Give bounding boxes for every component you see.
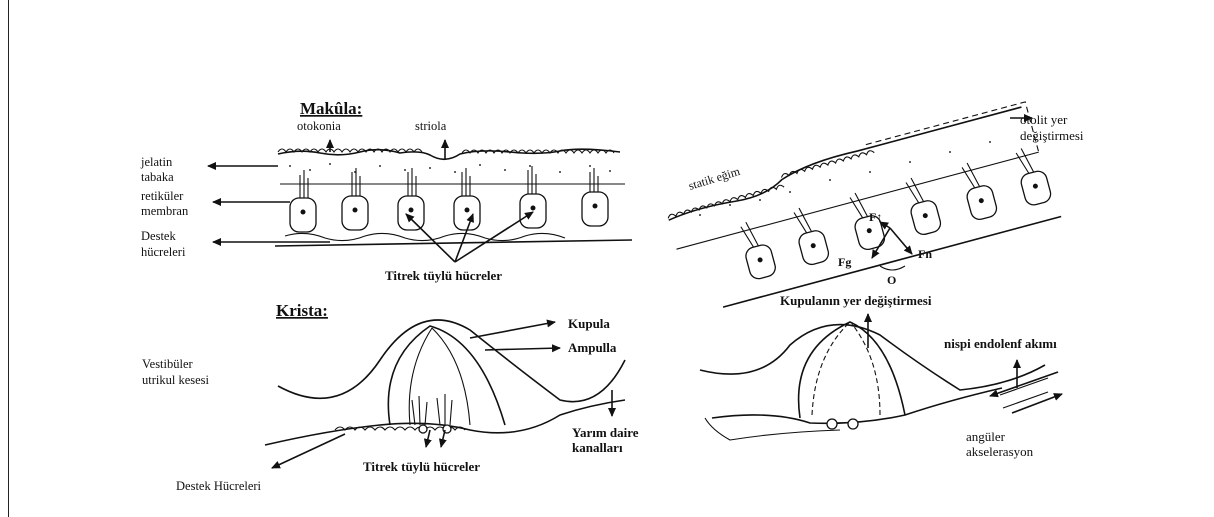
angle-arc [880,266,905,270]
label-yarim-1: Yarım daire [572,425,639,440]
deflected-hair-cell-1 [827,419,837,429]
label-fg: Fg [838,255,851,269]
tilted-makula-panel: otolit yer değiştirmesi statik eğim F↑ F… [663,101,1084,315]
label-destek-1: Destek [141,229,176,243]
label-jelatin-1: jelatin [140,155,173,169]
label-vest-1: Vestibüler [142,357,194,371]
cupula-rest-dashed [812,322,850,415]
angular-accel-arrow [1012,394,1062,413]
label-retikuler-1: retiküler [141,189,184,203]
label-destek-krista: Destek Hücreleri [176,479,262,493]
crista-hair-cell-1 [419,425,427,433]
label-striola: striola [415,119,447,133]
label-o: O [887,273,896,287]
force-fn-vector [890,228,912,254]
makula-title: Makûla: [300,99,362,118]
titrek-krista-pointer-2 [441,430,445,447]
label-retikuler-2: membran [141,204,189,218]
ampulla2-wall-lower [712,388,1002,423]
ampulla-pointer [485,348,560,350]
kupula-pointer [470,322,555,338]
angular-accel-line [1003,392,1048,408]
krista-deflected-panel: Kupulanın yer değiştirmesi nispi endolen… [700,293,1062,459]
titrek-pointer-1 [406,214,455,262]
tilted-otoconia-crystals-2 [781,150,875,178]
label-vest-2: utrikul kesesi [142,373,210,387]
label-angu-1: angüler [966,429,1006,444]
ampulla2-base [705,418,840,440]
makula-panel: Makûla: otokonia striola jelatin tabaka … [140,99,632,283]
label-titrek-makula: Titrek tüylü hücreler [385,268,502,283]
label-yarim-2: kanalları [572,440,623,455]
label-titrek-krista: Titrek tüylü hücreler [363,459,480,474]
label-destek-2: hücreleri [141,245,186,259]
label-angu-2: akselerasyon [966,444,1034,459]
label-fn: Fn [918,247,932,261]
titrek-krista-pointer-1 [426,430,430,447]
label-otolit-1: otolit yer [1020,112,1068,127]
crista-hair-bundles [412,394,452,425]
otolith-displacement-dashed [866,102,1039,195]
label-statik-egim: statik eğim [687,164,742,193]
deflected-hair-cell-2 [848,419,858,429]
label-kupula-yer: Kupulanın yer değiştirmesi [780,293,932,308]
basement-membrane [275,240,632,246]
tilted-hair-cells [744,169,1053,280]
support-cells-wave [285,233,565,240]
label-ampulla: Ampulla [568,340,617,355]
ampulla2-wall-upper [700,325,1045,390]
label-nispi: nispi endolenf akımı [944,336,1057,351]
destek-krista-pointer [272,434,345,468]
label-jelatin-2: tabaka [141,170,174,184]
label-kupula: Kupula [568,316,610,331]
ampulla-wall-upper [278,320,625,402]
krista-panel: Krista: Kupula Ampulla Vestibüler utriku… [142,301,639,493]
label-otolit-2: değiştirmesi [1020,128,1084,143]
deflected-cupula [799,322,905,418]
krista-title: Krista: [276,301,328,320]
hair-bundles [300,166,598,200]
label-otokonia: otokonia [297,119,341,133]
cupula-outline [388,326,505,425]
hair-cells [290,192,608,232]
gelatin-layer [289,163,611,173]
tilted-gelatin-dots [699,141,991,216]
label-ft: F↑ [869,210,882,224]
cupula-rest-dashed-2 [852,324,880,415]
